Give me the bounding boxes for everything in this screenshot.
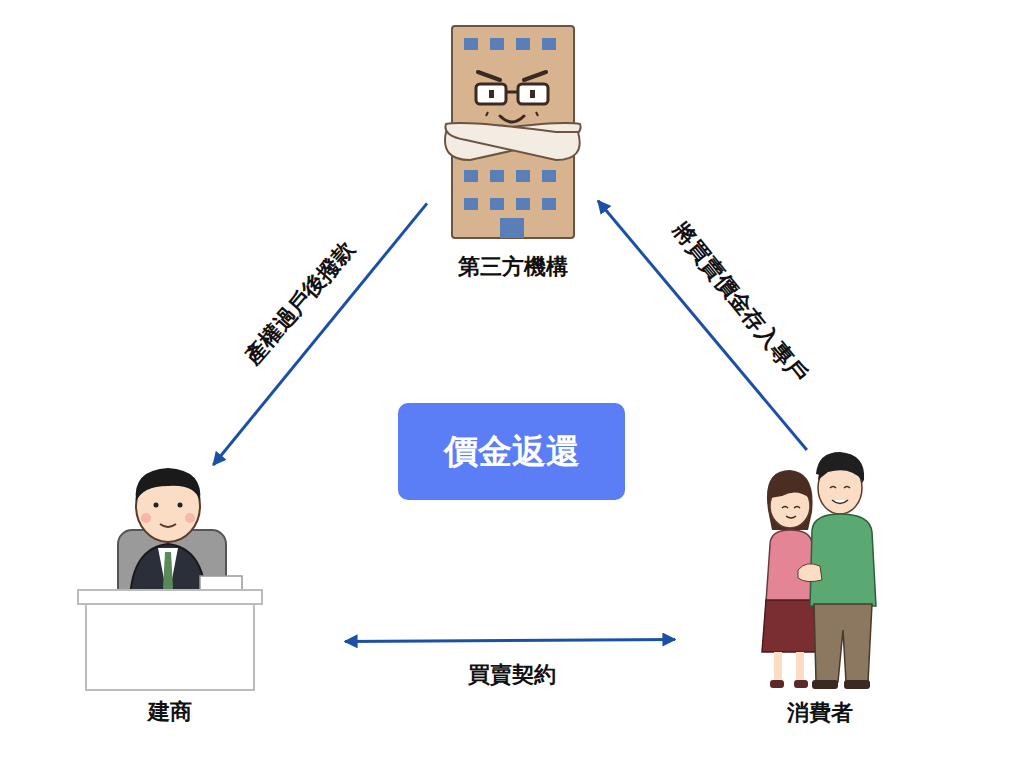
edge-label: 將買賣價金存入專戶 — [665, 215, 815, 391]
refund-box: 價金返還 — [398, 403, 625, 500]
flow-arrow — [345, 639, 675, 641]
node-label: 消費者 — [747, 698, 893, 728]
box-text: 價金返還 — [430, 429, 594, 475]
builder-illustration — [78, 468, 262, 690]
builder-node: 建商 — [67, 465, 273, 727]
node-label: 建商 — [67, 697, 273, 727]
building-illustration — [445, 26, 581, 238]
node-label: 第三方機構 — [427, 252, 598, 282]
edge-label: 買賣契約 — [465, 661, 559, 689]
couple-illustration — [762, 452, 876, 689]
agency-node: 第三方機構 — [427, 20, 598, 282]
flow-arrow — [213, 203, 427, 465]
consumer-node: 消費者 — [747, 450, 893, 728]
